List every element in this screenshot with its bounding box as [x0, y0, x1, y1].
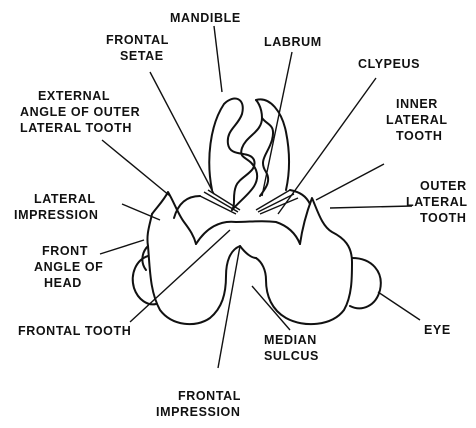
leader-mandible — [214, 26, 222, 92]
leader-lines — [100, 26, 420, 368]
leader-eye — [378, 292, 420, 320]
frontal-edge — [196, 221, 300, 244]
leader-external-angle — [102, 140, 170, 196]
label-lateral-impression-2: IMPRESSION — [14, 208, 99, 222]
label-frontal-impression-1: FRONTAL — [178, 389, 241, 403]
label-front-angle-1: FRONT — [42, 244, 88, 258]
eye-shape — [350, 258, 381, 308]
right-lateral-tooth — [256, 198, 352, 324]
label-inner-lateral-1: INNER — [396, 97, 438, 111]
leader-median-sulcus — [252, 286, 290, 330]
label-labrum: LABRUM — [264, 35, 322, 49]
label-external-angle-2: ANGLE OF OUTER — [20, 105, 140, 119]
median-sulcus-shape — [240, 246, 256, 258]
label-clypeus: CLYPEUS — [358, 57, 420, 71]
label-external-angle-3: LATERAL TOOTH — [20, 121, 132, 135]
label-front-angle-3: HEAD — [44, 276, 82, 290]
label-median-sulcus-1: MEDIAN — [264, 333, 317, 347]
head-capsule — [174, 196, 200, 218]
label-outer-lateral-1: OUTER — [420, 179, 467, 193]
label-external-angle-1: EXTERNAL — [38, 89, 110, 103]
leader-frontal-tooth — [130, 230, 230, 322]
label-eye: EYE — [424, 323, 451, 337]
label-frontal-setae-2: SETAE — [120, 49, 164, 63]
head-drawing — [133, 99, 381, 325]
leader-frontal-setae — [150, 72, 214, 194]
label-outer-lateral-3: TOOTH — [420, 211, 467, 225]
label-front-angle-2: ANGLE OF — [34, 260, 103, 274]
label-median-sulcus-2: SULCUS — [264, 349, 319, 363]
leader-front-angle — [100, 240, 144, 254]
leader-inner-lateral — [316, 164, 384, 200]
label-lateral-impression-1: LATERAL — [34, 192, 96, 206]
left-head-side — [147, 214, 240, 324]
leader-outer-lateral — [330, 206, 412, 208]
label-mandible: MANDIBLE — [170, 11, 241, 25]
labels: MANDIBLE FRONTAL SETAE LABRUM CLYPEUS EX… — [14, 11, 468, 419]
leader-frontal-impression — [218, 246, 240, 368]
label-frontal-tooth: FRONTAL TOOTH — [18, 324, 131, 338]
left-bulge — [133, 256, 156, 304]
label-inner-lateral-2: LATERAL — [386, 113, 448, 127]
label-inner-lateral-3: TOOTH — [396, 129, 443, 143]
label-frontal-setae-1: FRONTAL — [106, 33, 169, 47]
label-frontal-impression-2: IMPRESSION — [156, 405, 241, 419]
label-outer-lateral-2: LATERAL — [406, 195, 468, 209]
labrum-shape — [260, 118, 273, 196]
